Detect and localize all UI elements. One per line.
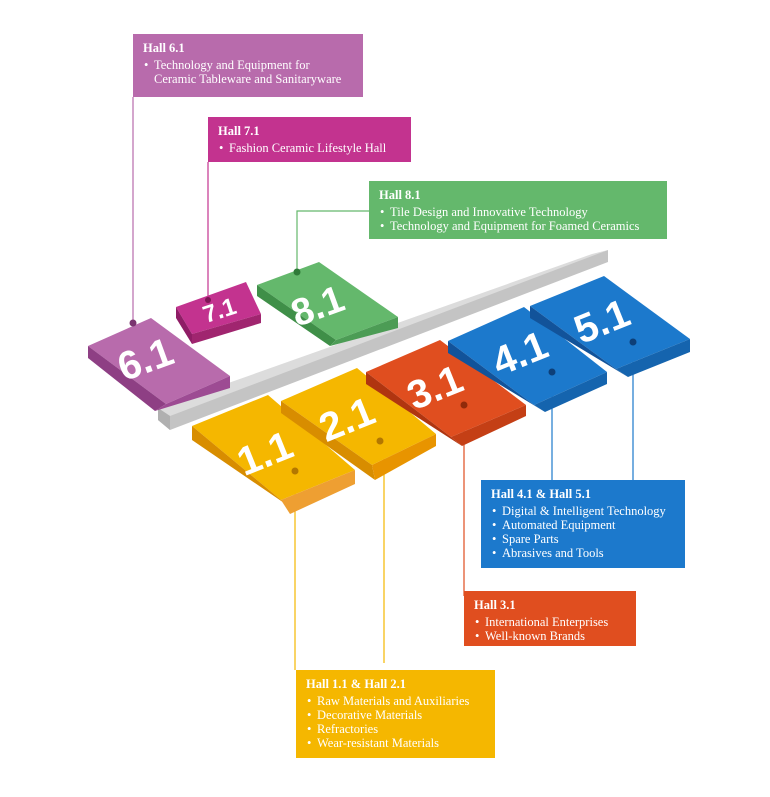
hall-block-6-1[interactable]: 6.1 <box>88 318 230 411</box>
marker-7-1 <box>205 297 211 303</box>
label-hall-6-1: Hall 6.1 Technology and Equipment for Ce… <box>133 34 363 97</box>
central-walkway <box>158 250 608 430</box>
label-hall-7-1: Hall 7.1 Fashion Ceramic Lifestyle Hall <box>208 117 411 162</box>
label-title-6-1: Hall 6.1 <box>143 41 185 55</box>
label-item: Well-known Brands <box>474 629 626 643</box>
leader-line-8-1 <box>296 210 369 272</box>
hall-block-8-1[interactable]: 8.1 <box>257 262 398 346</box>
label-item: Technology and Equipment for <box>143 58 353 72</box>
label-item: Decorative Materials <box>306 708 485 722</box>
label-item: Digital & Intelligent Technology <box>491 504 675 518</box>
marker-5-1 <box>629 338 637 346</box>
label-list-6-1: Technology and Equipment for Ceramic Tab… <box>143 58 353 86</box>
label-item: Technology and Equipment for Foamed Cera… <box>379 219 657 233</box>
hall-block-5-1[interactable]: 5.1 <box>530 276 690 377</box>
label-title-3-1: Hall 3.1 <box>474 598 516 612</box>
hall-block-7-1[interactable]: 7.1 <box>176 282 261 344</box>
label-hall-1-1-2-1: Hall 1.1 & Hall 2.1 Raw Materials and Au… <box>296 670 495 758</box>
label-list-4-1-5-1: Digital & Intelligent Technology Automat… <box>491 504 675 560</box>
label-title-1-1-2-1: Hall 1.1 & Hall 2.1 <box>306 677 406 691</box>
marker-4-1 <box>548 368 556 376</box>
label-item: Abrasives and Tools <box>491 546 675 560</box>
label-item: Wear-resistant Materials <box>306 736 485 750</box>
label-item: Automated Equipment <box>491 518 675 532</box>
label-hall-3-1: Hall 3.1 International Enterprises Well-… <box>464 591 636 646</box>
label-list-8-1: Tile Design and Innovative Technology Te… <box>379 205 657 233</box>
hall-block-1-1[interactable]: 1.1 <box>192 395 355 514</box>
label-hall-8-1: Hall 8.1 Tile Design and Innovative Tech… <box>369 181 667 239</box>
marker-2-1 <box>376 437 384 445</box>
marker-3-1 <box>460 401 468 409</box>
marker-8-1 <box>293 268 301 276</box>
label-list-1-1-2-1: Raw Materials and Auxiliaries Decorative… <box>306 694 485 750</box>
label-item: Spare Parts <box>491 532 675 546</box>
label-title-8-1: Hall 8.1 <box>379 188 421 202</box>
label-item: International Enterprises <box>474 615 626 629</box>
label-item: Refractories <box>306 722 485 736</box>
label-list-3-1: International Enterprises Well-known Bra… <box>474 615 626 643</box>
hall-block-3-1[interactable]: 3.1 <box>366 340 526 446</box>
hall-block-4-1[interactable]: 4.1 <box>448 307 607 412</box>
label-item: Tile Design and Innovative Technology <box>379 205 657 219</box>
label-item: Raw Materials and Auxiliaries <box>306 694 485 708</box>
label-list-7-1: Fashion Ceramic Lifestyle Hall <box>218 141 401 155</box>
label-item: Fashion Ceramic Lifestyle Hall <box>218 141 401 155</box>
label-title-7-1: Hall 7.1 <box>218 124 260 138</box>
marker-6-1 <box>129 319 137 327</box>
label-hall-4-1-5-1: Hall 4.1 & Hall 5.1 Digital & Intelligen… <box>481 480 685 568</box>
label-item: Ceramic Tableware and Sanitaryware <box>154 72 342 86</box>
marker-1-1 <box>291 467 299 475</box>
label-title-4-1-5-1: Hall 4.1 & Hall 5.1 <box>491 487 591 501</box>
hall-block-2-1[interactable]: 2.1 <box>281 368 436 480</box>
